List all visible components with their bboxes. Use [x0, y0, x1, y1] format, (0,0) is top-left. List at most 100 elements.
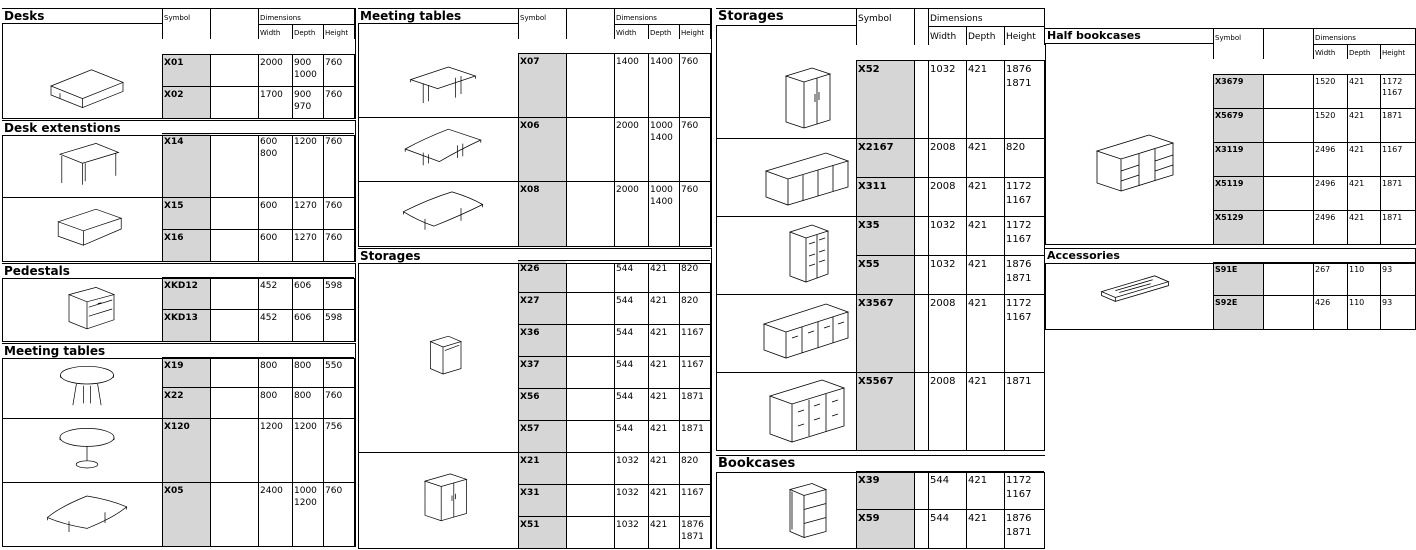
section-title: Bookcases	[718, 456, 796, 471]
depth-header: Depth	[1349, 49, 1371, 57]
depth-cell: 421	[650, 360, 668, 370]
column-divider	[210, 135, 211, 261]
conference-table-large-icon	[398, 185, 488, 242]
height-cell: 1172 1167	[1006, 475, 1032, 500]
symbol-cell: S91E	[1213, 263, 1263, 296]
depth-cell: 421	[1349, 77, 1365, 86]
table-border	[711, 8, 712, 246]
column-divider	[323, 54, 324, 118]
height-cell: 760	[681, 121, 699, 131]
width-cell: 2008	[930, 298, 956, 309]
width-cell: 600	[260, 233, 278, 243]
column-divider	[614, 9, 615, 39]
section-title: Meeting tables	[360, 9, 462, 23]
width-cell: 2400	[260, 486, 283, 496]
height-cell: 1876 1871	[1006, 259, 1032, 284]
width-cell: 426	[1315, 298, 1331, 307]
depth-cell: 421	[968, 220, 988, 231]
column-divider	[928, 9, 929, 45]
height-cell: 1167	[1382, 145, 1403, 154]
section-title: Storages	[360, 249, 421, 263]
section-title: Storages	[718, 9, 784, 24]
width-header: Width	[260, 29, 281, 37]
desk-extension-panel-icon	[42, 201, 132, 257]
sideboard-icon	[756, 142, 856, 212]
cable-box-icon	[1085, 266, 1185, 325]
symbol-cell: X31	[518, 485, 566, 517]
height-cell: 1876 1871	[681, 520, 704, 543]
width-cell: 1032	[616, 520, 639, 530]
table-border	[716, 25, 717, 450]
column-divider	[1313, 29, 1314, 59]
section-rule	[2, 135, 356, 136]
width-cell: 1032	[930, 220, 956, 231]
column-divider	[856, 60, 857, 450]
height-cell: 598	[325, 281, 343, 291]
height-cell: 93	[1382, 298, 1393, 307]
column-divider	[1313, 263, 1314, 329]
group-divider	[2, 418, 162, 419]
column-divider	[354, 135, 355, 261]
height-cell: 1172 1167	[1006, 181, 1032, 206]
symbol-cell: X01	[162, 55, 210, 87]
symbol-cell: X3679	[1213, 75, 1263, 109]
depth-cell: 421	[1349, 145, 1365, 154]
depth-cell: 421	[968, 181, 988, 192]
column-divider	[966, 60, 967, 450]
section-rule	[2, 343, 356, 344]
depth-cell: 900 1000	[294, 58, 317, 81]
column-divider	[648, 24, 649, 39]
section-rule	[1045, 329, 1416, 330]
column-divider	[1044, 60, 1045, 450]
glass-cabinet-icon	[756, 220, 856, 290]
height-header: Height	[1382, 49, 1406, 57]
width-cell: 2000	[616, 185, 639, 195]
column-divider	[566, 263, 567, 548]
column-divider	[566, 9, 567, 39]
column-divider	[323, 358, 324, 546]
depth-cell: 421	[650, 296, 668, 306]
symbol-cell: X5679	[1213, 109, 1263, 143]
symbol-cell: X14	[162, 134, 210, 198]
column-divider	[1213, 263, 1214, 329]
table-border	[358, 23, 359, 246]
depth-cell: 421	[650, 520, 668, 530]
dimensions-header: Dimensions	[258, 12, 354, 25]
section-rule	[358, 548, 712, 549]
section-rule	[716, 548, 1046, 549]
height-cell: 1871	[1382, 213, 1403, 222]
column-divider	[210, 358, 211, 546]
section-rule	[2, 23, 162, 24]
height-cell: 760	[325, 201, 343, 211]
width-cell: 2000	[616, 121, 639, 131]
section-rule	[2, 261, 356, 262]
column-divider	[710, 9, 711, 39]
column-divider	[518, 53, 519, 246]
section-rule	[2, 546, 356, 547]
width-cell: 1200	[260, 422, 283, 432]
depth-cell: 421	[650, 488, 668, 498]
width-cell: 2496	[1315, 145, 1336, 154]
section-title: Meeting tables	[4, 344, 106, 358]
column-divider	[1004, 60, 1005, 450]
depth-cell: 421	[968, 513, 988, 524]
column-divider	[518, 9, 519, 39]
column-divider	[566, 53, 567, 246]
column-divider	[648, 53, 649, 246]
tall-cabinet-icon	[398, 456, 488, 544]
depth-cell: 800	[294, 391, 312, 401]
width-cell: 2008	[930, 142, 956, 153]
depth-header: Depth	[650, 29, 672, 37]
height-cell: 820	[1006, 142, 1026, 153]
column-divider	[1044, 472, 1045, 548]
column-divider	[292, 24, 293, 39]
column-divider	[258, 54, 259, 118]
